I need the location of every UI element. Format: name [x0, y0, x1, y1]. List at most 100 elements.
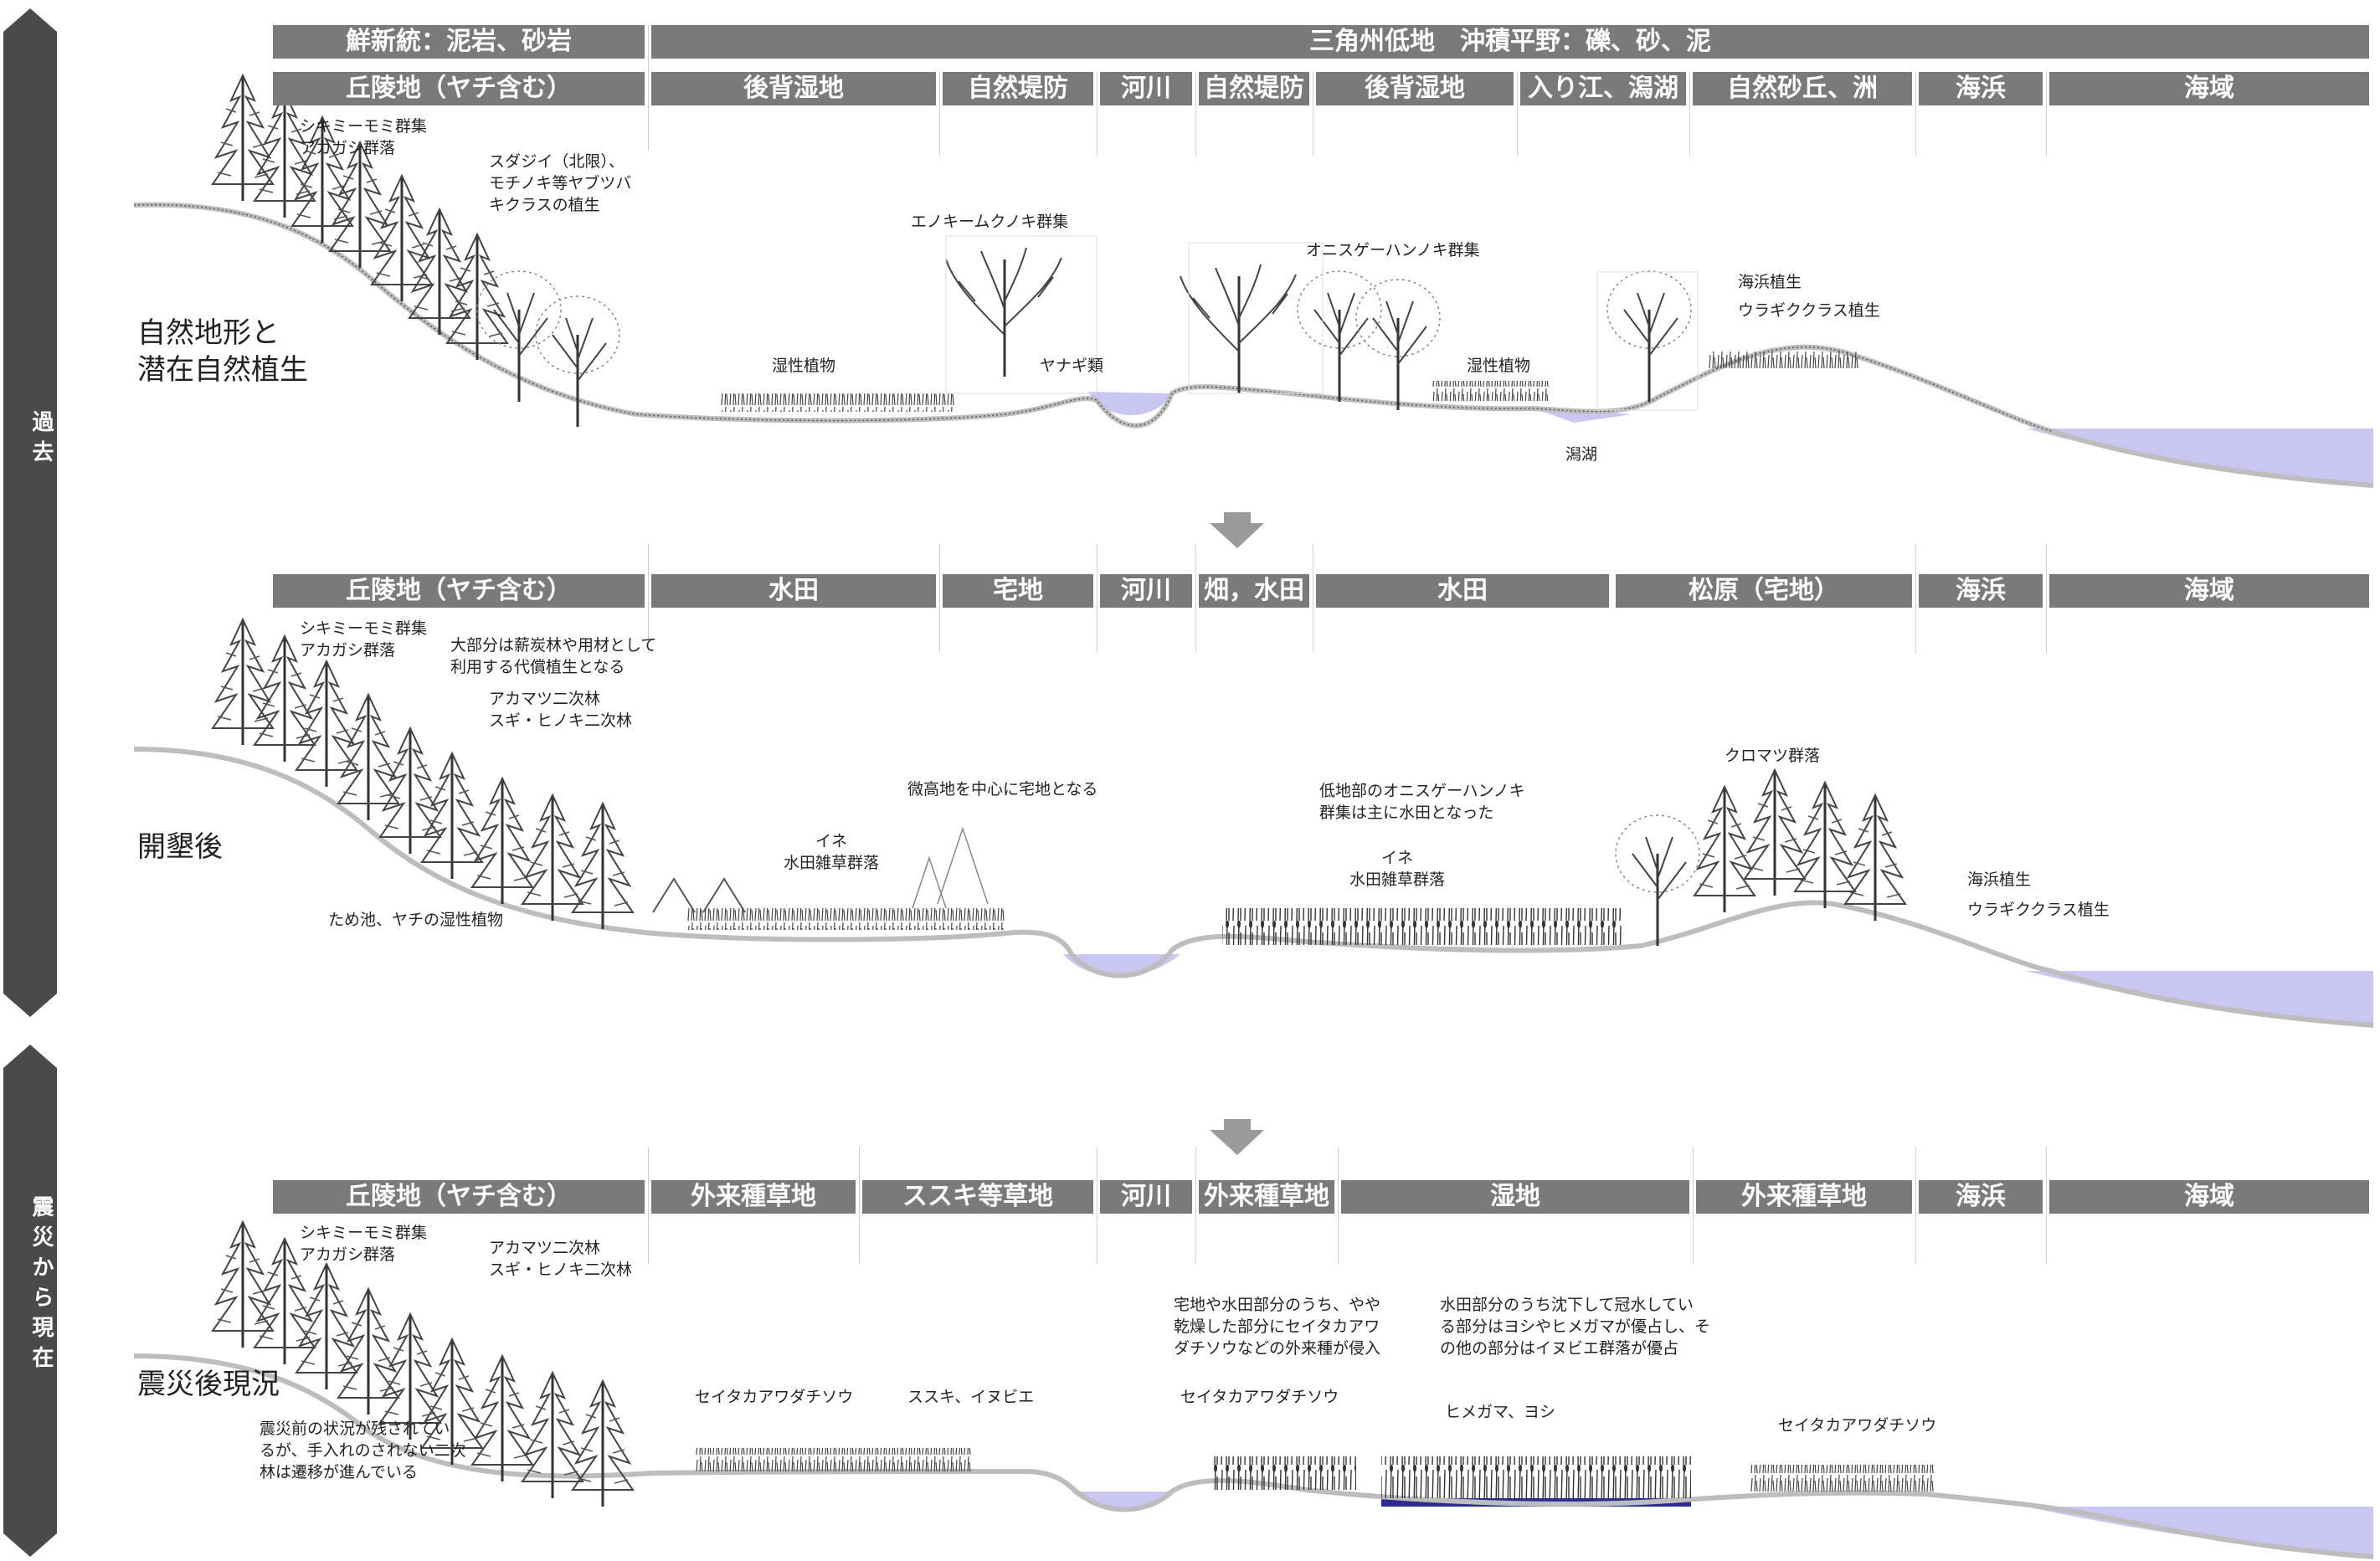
p1-zone-sea: 海域 [2049, 72, 2369, 105]
p2-label-daibubun-2: 利用する代償植生となる [450, 658, 625, 676]
p2-label-akamatsu: アカマツ二次林 スギ・ヒノキ二次林 [489, 688, 632, 732]
p3-label-takuchi-1: 宅地や水田部分のうち、やや [1174, 1296, 1381, 1314]
p2-label-shiki: シキミーモミ群集 アカガシ群落 [300, 618, 427, 661]
zone-divider [1915, 544, 1916, 653]
p2-zone-paddy2: 水田 [1316, 574, 1609, 608]
p3-zone-hills: 丘陵地（ヤチ含む） [273, 1180, 645, 1214]
p2-label-bikouchi: 微高地を中心に宅地となる [907, 780, 1098, 798]
p1-title-line2: 潜在自然植生 [137, 353, 308, 387]
zone-divider [1689, 72, 1690, 156]
zone-divider [939, 544, 940, 653]
p2-zone-hills: 丘陵地（ヤチ含む） [273, 574, 645, 608]
p1-label-shiki-2: アカガシ群落 [300, 139, 396, 157]
p2-zone-river: 河川 [1100, 574, 1192, 608]
p3-title: 震災後現況 [137, 1368, 280, 1401]
zone-divider [1915, 72, 1916, 156]
p1-label-shitsusei1: 湿性植物 [772, 357, 836, 375]
p3-label-takuchi-2: 乾燥した部分にセイタカアワ [1174, 1317, 1380, 1336]
p1-zone-lagoon: 入り江、潟湖 [1520, 72, 1686, 105]
p1-title-line1: 自然地形と [137, 316, 280, 350]
p3-label-himegama: ヒメガマ、ヨシ [1445, 1403, 1556, 1421]
zone-divider [859, 1147, 860, 1264]
zone-divider [1338, 1147, 1339, 1264]
p2-label-akamatsu-2: スギ・ヒノキ二次林 [489, 711, 633, 730]
p3-zone-susuki: ススキ等草地 [862, 1180, 1093, 1214]
p3-label-suiden: 水田部分のうち沈下して冠水してい る部分はヨシやヒメガマが優占し、そ の他の部分… [1440, 1294, 1710, 1359]
p1-label-uragiku: ウラギククラス植生 [1738, 301, 1880, 320]
p2-label-tameike: ため池、ヤチの湿性植物 [328, 911, 504, 929]
p3-zone-beach: 海浜 [1919, 1180, 2043, 1214]
p3-label-shinsaimae: 震災前の状況が残されてい るが、手入れのされない二次 林は遷移が進んでいる [260, 1418, 466, 1483]
p2-title: 開墾後 [137, 830, 223, 864]
p2-label-teichi-1: 低地部のオニスゲーハンノキ [1319, 782, 1525, 800]
p3-zone-wetland: 湿地 [1341, 1180, 1689, 1214]
p1-label-shitsusei2: 湿性植物 [1467, 357, 1531, 375]
zone-divider [648, 25, 649, 151]
p3-label-seitaka3: セイタカアワダチソウ [1778, 1416, 1937, 1435]
zone-divider [648, 1147, 649, 1264]
p2-label-ine2: イネ 水田雑草群落 [1349, 847, 1445, 891]
zone-divider [1195, 72, 1196, 156]
p1-zone-dune: 自然砂丘、洲 [1693, 72, 1912, 105]
p1-zone-river: 河川 [1100, 72, 1192, 105]
p3-label-shiki: シキミーモミ群集 アカガシ群落 [300, 1222, 427, 1266]
p1-label-sudajii-2: モチノキ等ヤブツバ [489, 174, 632, 193]
p3-label-susuki: ススキ、イヌビエ [907, 1388, 1035, 1406]
side-tab-past-label: 過去 [28, 410, 54, 470]
p1-zone-backmarsh2: 後背湿地 [1316, 72, 1514, 105]
p3-label-akamatsu-1: アカマツ二次林 [489, 1239, 601, 1257]
p3-label-suiden-2: る部分はヨシやヒメガマが優占し、そ [1440, 1317, 1711, 1336]
p3-label-shinsaimae-2: るが、手入れのされない二次 [260, 1441, 466, 1460]
p1-zone-beach: 海浜 [1919, 72, 2043, 105]
p3-zone-sea: 海域 [2049, 1180, 2369, 1214]
p1-label-onisuge: オニスゲーハンノキ群集 [1306, 241, 1480, 259]
panel3-scenery [133, 1220, 2374, 1559]
p3-label-shiki-1: シキミーモミ群集 [300, 1224, 428, 1242]
p2-label-ine2-2: 水田雑草群落 [1349, 870, 1446, 889]
zone-divider [2046, 544, 2047, 653]
p1-label-yanagi: ヤナギ類 [1040, 357, 1104, 375]
p3-label-takuchi-3: ダチソウなどの外来種が侵入 [1174, 1339, 1381, 1358]
p2-label-kaihin: 海浜植生 [1967, 870, 2032, 889]
p1-label-shiki: シキミーモミ群集 アカガシ群落 [300, 116, 427, 159]
side-tab-past: 過去 [3, 8, 57, 1017]
zone-divider [1195, 544, 1196, 653]
p2-label-ine2-1: イネ [1381, 849, 1414, 867]
p3-label-shiki-2: アカガシ群落 [300, 1245, 396, 1264]
p3-label-shinsaimae-1: 震災前の状況が残されてい [260, 1420, 450, 1438]
p3-label-takuchi: 宅地や水田部分のうち、やや 乾燥した部分にセイタカアワ ダチソウなどの外来種が侵… [1174, 1294, 1380, 1359]
zone-divider [1195, 1147, 1196, 1264]
p2-label-ine1: イネ 水田雑草群落 [784, 830, 879, 874]
panel2-scenery [133, 618, 2374, 1028]
p2-label-kuromatsu: クロマツ群落 [1725, 747, 1821, 765]
side-tab-present: 震災から現在 [3, 1045, 57, 1557]
p1-zone-backmarsh: 後背湿地 [651, 72, 936, 105]
p3-zone-alien2: 外来種草地 [1199, 1180, 1334, 1214]
p1-zone-levee: 自然堤防 [943, 72, 1093, 105]
p3-label-shinsaimae-3: 林は遷移が進んでいる [260, 1463, 419, 1481]
p1-label-enoki: エノキームクノキ群集 [911, 213, 1069, 231]
p2-zone-sea: 海域 [2049, 574, 2369, 608]
geology-bar-pliocene: 鮮新統：泥岩、砂岩 [273, 25, 645, 59]
zone-divider [1517, 72, 1518, 156]
p1-label-kaihin: 海浜植生 [1738, 273, 1802, 291]
p2-zone-paddy: 水田 [651, 574, 936, 608]
p2-zone-residential: 宅地 [943, 574, 1093, 608]
zone-divider [648, 544, 649, 653]
side-tab-present-label: 震災から現在 [28, 1195, 54, 1376]
p2-label-akamatsu-1: アカマツ二次林 [489, 690, 601, 708]
p2-zone-beach: 海浜 [1919, 574, 2043, 608]
p3-label-akamatsu-2: スギ・ヒノキ二次林 [489, 1261, 633, 1279]
p2-label-daibubun: 大部分は薪炭林や用材として 利用する代償植生となる [450, 634, 656, 678]
zone-divider [1915, 1147, 1916, 1264]
geology-bar-alluvial: 三角州低地 沖積平野：礫、砂、泥 [651, 25, 2369, 59]
zone-divider [1693, 1147, 1694, 1264]
p2-label-ine1-1: イネ [815, 832, 848, 850]
p3-label-suiden-3: の他の部分はイヌビエ群落が優占 [1440, 1339, 1679, 1358]
p2-label-daibubun-1: 大部分は薪炭林や用材として [450, 636, 657, 655]
p2-label-shiki-1: シキミーモミ群集 [300, 619, 428, 638]
p2-label-shiki-2: アカガシ群落 [300, 641, 396, 660]
p1-zone-hills: 丘陵地（ヤチ含む） [273, 72, 645, 105]
p2-label-ine1-2: 水田雑草群落 [784, 854, 880, 872]
